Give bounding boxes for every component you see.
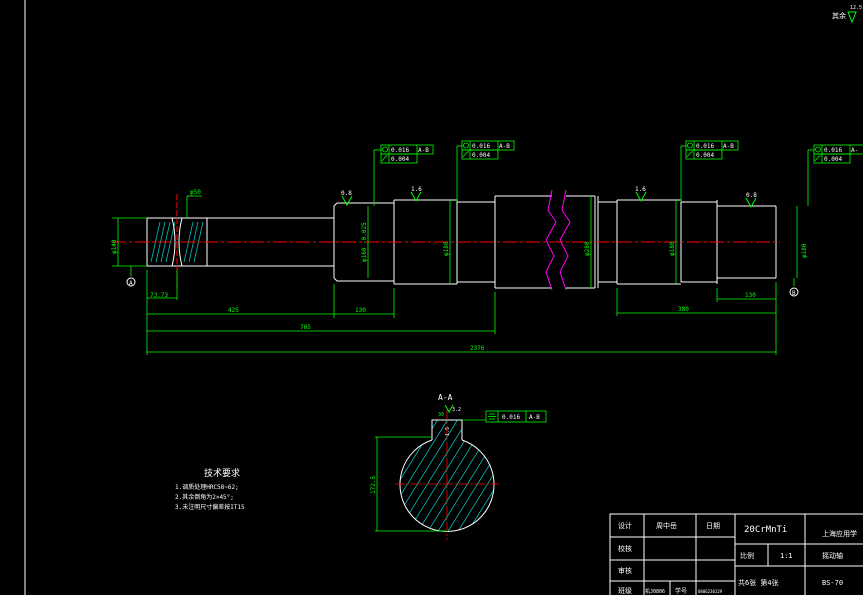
roughness-value-2: 1.6 (411, 186, 422, 193)
cylindricity-icon (686, 151, 693, 158)
tolerance-frame-1 (380, 144, 434, 164)
roughness-icon (341, 195, 353, 207)
break-line-left (545, 189, 557, 291)
datum-b-label: B (792, 290, 796, 297)
dim-length-total: 2376 (470, 345, 485, 352)
runout-icon (815, 146, 821, 153)
dim-length-130b: 130 (745, 292, 756, 299)
tolerance-frame-key (485, 410, 547, 423)
roughness-symbol-1: 0.8 (341, 190, 353, 207)
dim-length-785: 785 (300, 324, 311, 331)
key-roughness-value: 3.2 (452, 407, 461, 413)
roughness-value-1: 0.8 (341, 190, 352, 197)
symmetry-icon (488, 413, 496, 420)
datum-b-symbol: B (789, 287, 799, 297)
tb-part-name: 摇动轴 (822, 551, 843, 560)
cylindricity-icon (814, 155, 821, 162)
tb-class-label: 班级 (618, 586, 632, 595)
roughness-value-4: 0.8 (746, 192, 757, 199)
tb-check-label: 校核 (618, 544, 632, 553)
tech-item-2: 2.其余倒角为2×45°; (175, 493, 234, 501)
dim-key-height: 172.5 (370, 476, 377, 494)
tol2-datum: A-B (499, 143, 510, 150)
dim-left-end: φ140 (111, 239, 118, 254)
tb-drawing-no: BS-70 (822, 579, 843, 587)
tb-audit-label: 审核 (618, 566, 632, 575)
tol1-datum: A-B (418, 147, 429, 154)
tol2-runout: 0.016 (472, 143, 490, 150)
section-outline (399, 439, 495, 532)
dim-body: φ280 (584, 241, 591, 256)
corner-roughness-value: 12.5 (850, 5, 862, 11)
title-block-grid (609, 513, 863, 595)
tb-designer: 周中岳 (656, 521, 677, 530)
roughness-symbol-2: 1.6 (410, 186, 422, 203)
tol4-runout: 0.016 (824, 147, 842, 154)
dim-length-130a: 130 (355, 307, 366, 314)
tol2-cyl: 0.004 (472, 152, 490, 159)
dim-seat1: φ180 (443, 241, 450, 256)
tol1-runout: 0.016 (391, 147, 409, 154)
dim-journal2: φ180 (801, 243, 808, 258)
tol3-runout: 0.016 (696, 143, 714, 150)
tol1-cyl: 0.004 (391, 156, 409, 163)
tb-scale: 1:1 (780, 552, 793, 560)
tolerance-frame-4 (813, 144, 863, 164)
tb-class-value: 机J0806 (645, 588, 665, 595)
runout-icon (382, 146, 388, 153)
tolerance-frame-3 (685, 140, 739, 160)
dim-seat2: φ180 (669, 241, 676, 256)
tol-key-value: 0.016 (502, 414, 520, 421)
tb-date-label: 日期 (706, 522, 720, 530)
groove-break-right (178, 217, 183, 267)
tb-material: 20CrMnTi (744, 525, 787, 535)
tol4-cyl: 0.004 (824, 156, 842, 163)
dim-journal1: φ160 -0.025 (361, 222, 368, 262)
tech-item-1: 1.调质处理HRC58~62; (175, 483, 239, 491)
datum-a-label: A (129, 280, 133, 287)
tb-company: 上海应用学 (822, 529, 857, 538)
cylindricity-icon (381, 155, 388, 162)
dim-groove: φ50 (190, 189, 201, 196)
dimension-lines (112, 145, 814, 355)
tb-scale-label: 比例 (740, 551, 754, 560)
tech-title: 技术要求 (204, 467, 240, 479)
section-label: A-A (438, 393, 453, 402)
tol-key-datum: A-B (529, 414, 540, 421)
corner-note: 其余 (832, 11, 846, 20)
roughness-symbol-4: 0.8 (745, 192, 757, 209)
roughness-symbol-3: 1.6 (635, 186, 647, 203)
tb-student-label: 学号 (675, 587, 687, 595)
dim-length-425: 425 (228, 307, 239, 314)
tolerance-frame-2 (461, 140, 515, 160)
corner-roughness-icon (847, 11, 857, 24)
roughness-icon (410, 191, 422, 203)
dim-key-width: 30 (438, 412, 444, 418)
tol3-datum: A-B (723, 143, 734, 150)
tb-sheet-info: 共6张 第4张 (738, 578, 779, 587)
dim-length-380: 380 (678, 306, 689, 313)
runout-icon (463, 142, 469, 149)
tb-design-label: 设计 (618, 521, 632, 530)
roughness-value-3: 1.6 (635, 186, 646, 193)
tb-student-id: 0806230129 (698, 589, 723, 594)
key-roughness-icon (444, 404, 454, 414)
cylindricity-icon (462, 151, 469, 158)
dim-length-left: 73.73 (150, 292, 168, 299)
roughness-icon (635, 191, 647, 203)
break-line-right (559, 189, 571, 291)
tol4-datum: A- (851, 147, 858, 154)
tech-item-3: 3.未注明尺寸偏差按IT15 (175, 503, 245, 511)
roughness-icon (745, 197, 757, 209)
dim-key-depth: 1.5 (445, 427, 451, 436)
datum-a-symbol: A (126, 277, 136, 287)
tol3-cyl: 0.004 (696, 152, 714, 159)
runout-icon (687, 142, 693, 149)
